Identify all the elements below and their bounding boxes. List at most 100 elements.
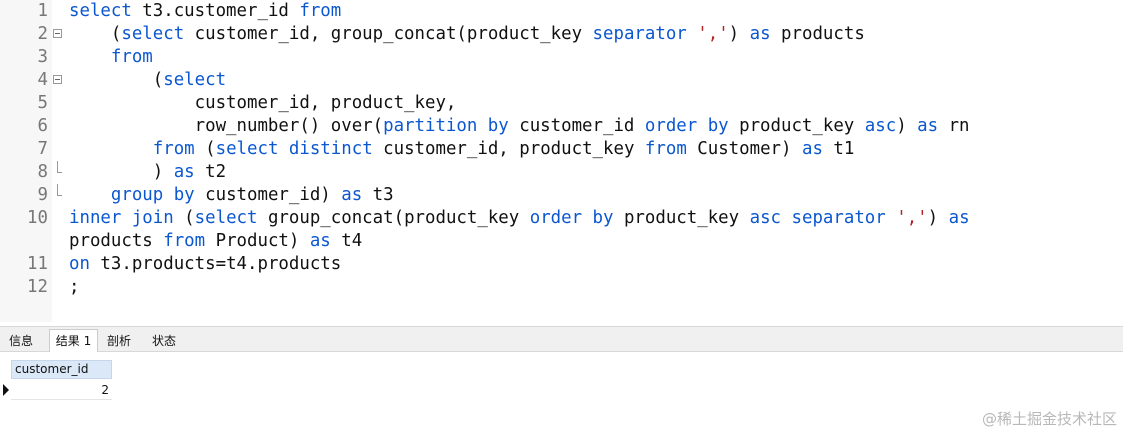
sql-keyword: as — [749, 24, 771, 44]
sql-text: Product) — [205, 231, 310, 251]
code-line[interactable]: products from Product) as t4 — [0, 230, 1123, 253]
tab-status[interactable]: 状态 — [151, 334, 176, 348]
line-number: 2 — [37, 24, 48, 44]
line-number: 5 — [37, 93, 48, 113]
sql-text: ) — [927, 208, 949, 228]
line-number: 3 — [37, 47, 48, 67]
code-text: on t3.products=t4.products — [69, 253, 341, 276]
sql-text: Customer) — [686, 139, 802, 159]
sql-text — [69, 185, 111, 205]
sql-text: ( — [69, 70, 164, 90]
sql-text: group_concat(product_key — [257, 208, 530, 228]
sql-text — [781, 208, 791, 228]
code-line[interactable]: 11 on t3.products=t4.products — [0, 253, 1123, 276]
sql-text: t3.customer_id — [131, 1, 300, 21]
result-tabs: 信息 结果 1 剖析 状态 — [0, 326, 1123, 352]
watermark: @稀土掘金技术社区 — [981, 410, 1117, 428]
line-number-gutter — [0, 0, 52, 322]
code-text: row_number() over(partition by customer_… — [69, 115, 970, 138]
line-number: 12 — [27, 277, 48, 297]
sql-text — [69, 139, 153, 159]
sql-keyword: as — [341, 185, 363, 205]
code-text: inner join (select group_concat(product_… — [69, 207, 970, 230]
sql-text: customer_id, group_concat(product_key — [184, 24, 593, 44]
code-text: ; — [69, 276, 79, 299]
fold-collapse-icon[interactable] — [53, 29, 62, 38]
sql-text: t2 — [194, 162, 227, 182]
code-line[interactable]: 6 row_number() over(partition by custome… — [0, 115, 1123, 138]
sql-keyword: partition by — [383, 116, 509, 136]
line-number: 7 — [37, 139, 48, 159]
code-text: products from Product) as t4 — [69, 230, 362, 253]
tab-info[interactable]: 信息 — [8, 334, 33, 348]
sql-keyword: order by — [644, 116, 729, 136]
code-line[interactable]: 4 (select — [0, 69, 1123, 92]
line-number: 6 — [37, 116, 48, 136]
sql-text — [69, 47, 111, 67]
sql-keyword: from — [299, 1, 342, 21]
sql-keyword: as — [309, 231, 331, 251]
sql-keyword: as — [948, 208, 970, 228]
sql-text: ( — [69, 24, 122, 44]
fold-collapse-icon[interactable] — [53, 75, 62, 84]
sql-keyword: separator — [791, 208, 886, 228]
result-cell[interactable]: 2 — [11, 380, 112, 400]
sql-keyword: asc — [749, 208, 782, 228]
code-line[interactable]: 8 ) as t2 — [0, 161, 1123, 184]
sql-text: product_key — [613, 208, 750, 228]
sql-text: ( — [173, 208, 195, 228]
tab-result-1[interactable]: 结果 1 — [49, 329, 98, 352]
sql-keyword: order by — [529, 208, 614, 228]
sql-text — [687, 24, 697, 44]
code-line[interactable]: 12; — [0, 276, 1123, 299]
sql-text: customer_id — [508, 116, 645, 136]
code-text: (select customer_id, group_concat(produc… — [69, 23, 865, 46]
line-number: 4 — [37, 70, 48, 90]
sql-keyword: from — [110, 47, 153, 67]
sql-text: ) — [728, 24, 750, 44]
sql-text: products — [770, 24, 865, 44]
current-row-arrow-icon — [3, 384, 9, 396]
fold-end-icon — [57, 161, 62, 173]
sql-keyword: on — [69, 254, 90, 274]
sql-text: customer_id) — [194, 185, 342, 205]
sql-text: ( — [194, 139, 216, 159]
line-number: 9 — [37, 185, 48, 205]
code-text: from (select distinct customer_id, produ… — [69, 138, 855, 161]
sql-text: ) — [896, 116, 918, 136]
sql-keyword: as — [173, 162, 195, 182]
sql-text: products — [69, 231, 164, 251]
sql-text: customer_id, product_key, — [69, 93, 457, 113]
code-text: from — [69, 46, 153, 69]
sql-keyword: inner join — [69, 208, 174, 228]
sql-keyword: select — [194, 208, 258, 228]
code-line[interactable]: 7 from (select distinct customer_id, pro… — [0, 138, 1123, 161]
sql-keyword: as — [801, 139, 823, 159]
sql-keyword: group by — [110, 185, 195, 205]
sql-text: customer_id, product_key — [372, 139, 645, 159]
tab-profile[interactable]: 剖析 — [106, 334, 131, 348]
column-header-customer-id[interactable]: customer_id — [11, 360, 112, 379]
code-text: select t3.customer_id from — [69, 0, 341, 23]
sql-keyword: asc — [864, 116, 897, 136]
line-number: 8 — [37, 162, 48, 182]
code-line[interactable]: 2 (select customer_id, group_concat(prod… — [0, 23, 1123, 46]
sql-text — [886, 208, 896, 228]
sql-keyword: as — [917, 116, 939, 136]
code-line[interactable]: 3 from — [0, 46, 1123, 69]
line-number: 11 — [27, 254, 48, 274]
code-text: (select — [69, 69, 226, 92]
line-number: 1 — [37, 1, 48, 21]
code-line[interactable]: 5 customer_id, product_key, — [0, 92, 1123, 115]
sql-keyword: from — [644, 139, 687, 159]
code-line[interactable]: 9 group by customer_id) as t3 — [0, 184, 1123, 207]
sql-keyword: from — [152, 139, 195, 159]
sql-keyword: separator — [592, 24, 687, 44]
sql-text: t3.products=t4.products — [89, 254, 342, 274]
fold-end-icon — [57, 184, 62, 196]
sql-text: ) — [69, 162, 174, 182]
sql-text: rn — [938, 116, 970, 136]
code-line[interactable]: 1 select t3.customer_id from — [0, 0, 1123, 23]
